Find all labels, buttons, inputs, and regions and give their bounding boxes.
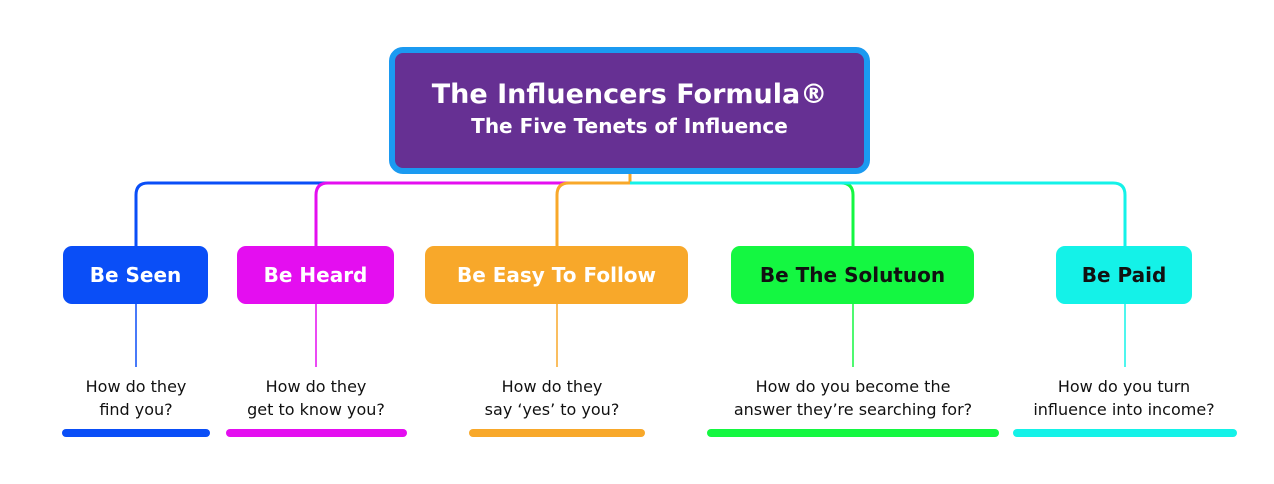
branch-question-be-heard: How do they get to know you? — [216, 375, 416, 421]
branch-label: Be Seen — [89, 263, 182, 287]
branch-question-be-the-solution: How do you become the answer they’re sea… — [703, 375, 1003, 421]
branch-be-heard: Be Heard — [237, 246, 394, 304]
branch-question-be-easy-to-follow: How do they say ‘yes’ to you? — [452, 375, 652, 421]
connector-3 — [630, 181, 855, 246]
branch-label: Be The Solutuon — [759, 263, 946, 287]
question-line-1: How do you become the — [755, 377, 951, 396]
branch-label: Be Heard — [263, 263, 368, 287]
question-line-1: How do they — [501, 377, 603, 396]
question-line-2: say ‘yes’ to you? — [484, 400, 620, 419]
question-line-2: get to know you? — [247, 400, 385, 419]
branch-label: Be Easy To Follow — [456, 263, 657, 287]
branch-be-the-solution: Be The Solutuon — [731, 246, 974, 304]
connector-1 — [314, 181, 630, 246]
underline-be-easy-to-follow — [469, 429, 645, 437]
connector-0 — [134, 181, 630, 246]
branch-be-paid: Be Paid — [1056, 246, 1192, 304]
root-subtitle: The Five Tenets of Influence — [471, 113, 788, 138]
branch-be-seen: Be Seen — [63, 246, 208, 304]
underline-be-paid — [1013, 429, 1237, 437]
question-line-1: How do they — [85, 377, 187, 396]
root-title: The Influencers Formula® — [431, 78, 828, 110]
question-line-1: How do they — [265, 377, 367, 396]
branch-question-be-paid: How do you turn influence into income? — [1024, 375, 1224, 421]
connector-4 — [630, 181, 1127, 246]
connector-2 — [555, 181, 630, 246]
branch-question-be-seen: How do they find you? — [36, 375, 236, 421]
question-line-2: find you? — [99, 400, 173, 419]
underline-be-heard — [226, 429, 407, 437]
underline-be-the-solution — [707, 429, 999, 437]
branch-label: Be Paid — [1081, 263, 1167, 287]
root-node: The Influencers Formula® The Five Tenets… — [389, 47, 870, 174]
underline-be-seen — [62, 429, 210, 437]
question-line-2: influence into income? — [1033, 400, 1215, 419]
question-line-1: How do you turn — [1057, 377, 1191, 396]
question-line-2: answer they’re searching for? — [733, 400, 973, 419]
branch-be-easy-to-follow: Be Easy To Follow — [425, 246, 688, 304]
